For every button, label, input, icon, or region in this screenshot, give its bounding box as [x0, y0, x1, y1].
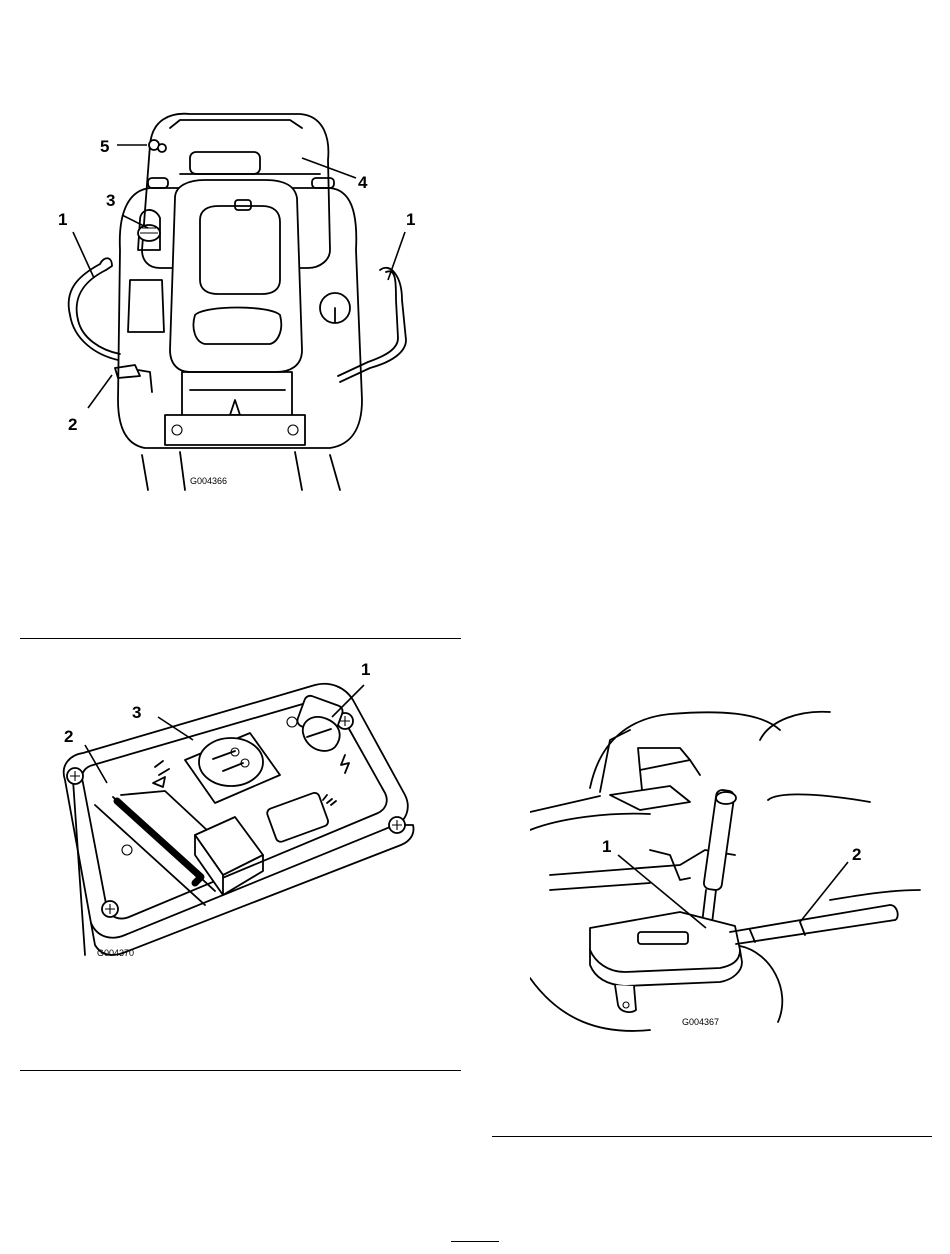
callout-3: 3: [106, 191, 115, 210]
control-panel-illustration: 1 3 2 G004370: [45, 655, 445, 965]
figure-code: G004367: [682, 1017, 719, 1027]
callout-5: 5: [100, 137, 109, 156]
divider-rule: [20, 1070, 461, 1071]
page-number-rule: [451, 1241, 499, 1242]
callout-1-right: 1: [406, 210, 415, 229]
divider-rule: [20, 638, 461, 639]
callout-3: 3: [132, 703, 141, 722]
figure-code: G004366: [190, 476, 227, 486]
figure-seat-lever: 1 2 G004367: [530, 700, 930, 1040]
seat-controls-illustration: 5 3 1 1 4 2 G004366: [40, 100, 440, 495]
figure-code: G004370: [97, 948, 134, 958]
callout-1: 1: [361, 660, 370, 679]
divider-rule: [492, 1136, 932, 1137]
callout-1-left: 1: [58, 210, 67, 229]
callout-2: 2: [852, 845, 861, 864]
callout-2: 2: [64, 727, 73, 746]
callout-4: 4: [358, 173, 368, 192]
figure-seat-controls: 5 3 1 1 4 2 G004366: [40, 100, 440, 495]
callout-2: 2: [68, 415, 77, 434]
figure-control-panel: 1 3 2 G004370: [45, 655, 445, 965]
seat-lever-illustration: 1 2 G004367: [530, 700, 930, 1040]
callout-1: 1: [602, 837, 611, 856]
